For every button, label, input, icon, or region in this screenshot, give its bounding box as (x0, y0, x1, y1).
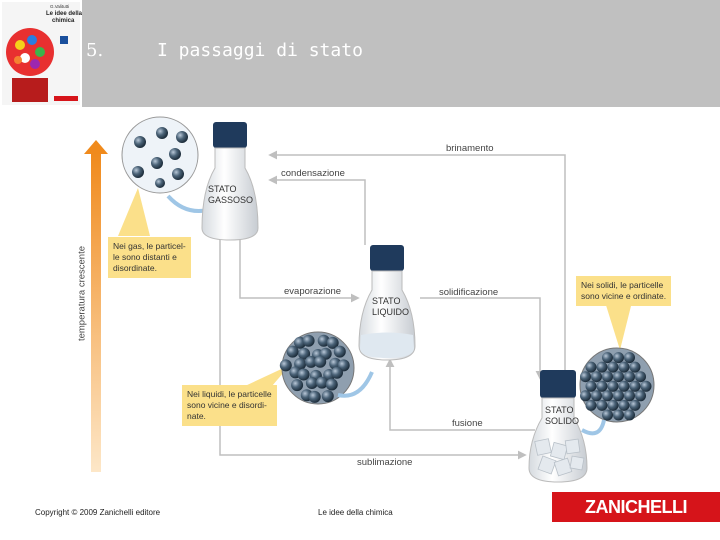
cover-text-line1: G.Valitutti (50, 4, 70, 9)
solid-flask (528, 370, 588, 483)
fusione-label: fusione (452, 418, 483, 429)
particle (596, 399, 608, 411)
condensazione-line (268, 175, 366, 245)
header-bar (0, 0, 720, 107)
particle (629, 361, 641, 373)
particle (618, 399, 630, 411)
particle (602, 371, 613, 383)
slide-number: 5. (86, 40, 104, 61)
solid-pointer-arrow (581, 419, 606, 436)
particle (585, 361, 597, 373)
liquid-pointer-arrow (337, 371, 374, 398)
particle (613, 409, 624, 421)
liquid-particles-circle (279, 331, 355, 405)
liquid-note: Nei liquidi, le particelle sono vicine e… (182, 385, 277, 426)
evaporazione-label: evaporazione (284, 286, 342, 297)
particle (333, 345, 346, 358)
liquid-flask (358, 245, 416, 361)
particle (297, 368, 310, 381)
solid-note: Nei solidi, le particelle sono vicine e … (576, 276, 672, 306)
sublimazione-line (219, 230, 527, 460)
particle (585, 399, 597, 411)
book-title-footer: Le idee della chimica (318, 508, 393, 517)
particle (317, 334, 330, 347)
particle (591, 371, 602, 383)
gas-note: Nei gas, le particel- le sono distanti e… (108, 237, 191, 278)
particle (602, 390, 613, 402)
gas-flask (201, 122, 259, 241)
particle (602, 409, 613, 421)
book-cover-image: G.Valitutti Le idee della chimica (0, 0, 82, 107)
gas-particles-circle (121, 116, 199, 194)
brinamento-label: brinamento (446, 143, 494, 154)
particle (624, 371, 635, 383)
particle (298, 347, 311, 360)
particle (629, 399, 641, 411)
particle (635, 390, 646, 402)
particle (331, 366, 343, 379)
particle (624, 390, 635, 402)
particle (629, 380, 641, 392)
particle (591, 390, 602, 402)
fusione-line (385, 358, 535, 431)
publisher-logo: ZANICHELLI (552, 492, 720, 522)
particle (302, 334, 315, 347)
gas-pointer-arrow (166, 194, 209, 213)
gas-flask-label: STATO GASSOSO (208, 184, 254, 205)
particle (580, 390, 591, 402)
solid-flask-label: STATO SOLIDO (545, 405, 580, 426)
particle (580, 371, 591, 383)
particle (316, 376, 328, 389)
particle (607, 361, 619, 373)
book-cover-art (0, 0, 82, 107)
particle (286, 345, 299, 358)
particle (596, 380, 608, 392)
brinamento-line (268, 150, 566, 370)
solidificazione-label: solidificazione (439, 287, 499, 298)
sublimazione-label: sublimazione (357, 457, 413, 468)
particle (291, 379, 304, 392)
particle (640, 380, 652, 392)
evaporazione-line (239, 230, 360, 303)
cover-text-line3: chimica (52, 18, 75, 24)
particle (613, 390, 624, 402)
particle (624, 409, 635, 421)
particle (613, 371, 624, 383)
page-title: I passaggi di stato (157, 40, 363, 61)
particle (635, 371, 646, 383)
particle (602, 352, 613, 364)
particle (607, 380, 619, 392)
particle (326, 336, 339, 349)
particle (618, 361, 630, 373)
transition-lines (219, 150, 566, 460)
note-pointers (118, 188, 632, 386)
particle (596, 361, 608, 373)
particle (613, 352, 624, 364)
particle (308, 390, 321, 403)
temperature-axis-arrow (84, 140, 108, 472)
solidificazione-line (420, 297, 545, 380)
particle (314, 355, 327, 368)
particle (618, 380, 630, 392)
particle (607, 399, 619, 411)
liquid-flask-label: STATO LIQUIDO (372, 296, 410, 317)
copyright-text: Copyright © 2009 Zanichelli editore (35, 508, 161, 517)
cover-text-line2: Le idee della (46, 11, 82, 17)
temperature-axis-label: temperatura crescente (76, 245, 88, 342)
condensazione-label: condensazione (281, 168, 345, 179)
particle (325, 378, 338, 391)
particle (321, 390, 334, 403)
particle (279, 359, 292, 372)
solid-particles-circle (579, 347, 655, 423)
particle (585, 380, 597, 392)
particle (624, 352, 635, 364)
particle (305, 377, 318, 389)
particle (305, 355, 317, 368)
